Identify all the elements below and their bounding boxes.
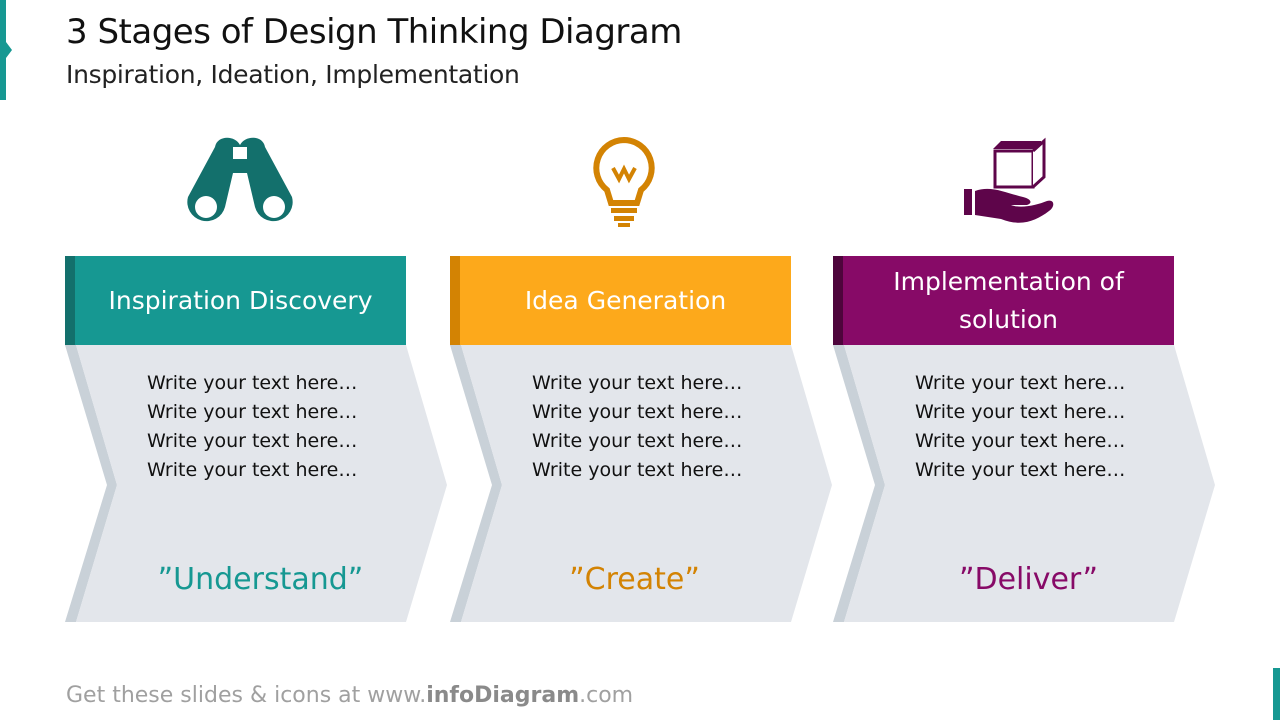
stage-header: Implementation of solution: [833, 256, 1174, 345]
footer-brand: infoDiagram: [426, 683, 580, 708]
page-title: 3 Stages of Design Thinking Diagram: [66, 12, 682, 52]
footer-credit: Get these slides & icons at www.infoDiag…: [66, 683, 633, 708]
stage-title: Idea Generation: [524, 285, 727, 315]
text-line: Write your text here…: [915, 459, 1126, 481]
text-line: Write your text here…: [147, 401, 358, 423]
hand-box-icon: [964, 137, 1054, 223]
page-subtitle: Inspiration, Ideation, Implementation: [66, 60, 520, 89]
text-line: Write your text here…: [915, 372, 1126, 394]
stage-1: Inspiration Discovery Write your text he…: [65, 0, 455, 640]
chevron-body: [833, 345, 1215, 622]
text-line: Write your text here…: [147, 430, 358, 452]
corner-accent-bar: [1273, 668, 1280, 720]
stage-title: Inspiration Discovery: [108, 285, 373, 315]
footer-prefix: Get these slides & icons at www.: [66, 683, 427, 708]
text-line: Write your text here…: [915, 401, 1126, 423]
lightbulb-icon: [593, 136, 655, 227]
left-accent-arrow: [6, 42, 12, 58]
stage-text: Write your text here… Write your text he…: [915, 369, 1125, 485]
stage-header: Inspiration Discovery: [65, 256, 406, 345]
chevron-body: [65, 345, 447, 622]
footer-suffix: .com: [579, 683, 634, 708]
stage-motto: ”Create”: [569, 562, 700, 597]
text-line: Write your text here…: [147, 372, 358, 394]
text-line: Write your text here…: [147, 459, 358, 481]
stage-text: Write your text here… Write your text he…: [532, 369, 742, 485]
binoculars-icon: [187, 137, 293, 222]
left-accent-bar: [0, 0, 6, 100]
stage-header: Idea Generation: [450, 256, 791, 345]
text-line: Write your text here…: [532, 430, 743, 452]
text-line: Write your text here…: [532, 401, 743, 423]
stage-text: Write your text here… Write your text he…: [147, 369, 357, 485]
chevron-body: [450, 345, 832, 622]
stage-motto: ”Understand”: [157, 562, 364, 597]
text-line: Write your text here…: [532, 372, 743, 394]
stage-3: Implementation of solution Write your te…: [833, 0, 1223, 640]
stage-motto: ”Deliver”: [958, 562, 1099, 597]
text-line: Write your text here…: [915, 430, 1126, 452]
stage-title: Implementation of solution: [893, 266, 1124, 334]
stage-2: Idea Generation Write your text here… Wr…: [450, 0, 840, 640]
text-line: Write your text here…: [532, 459, 743, 481]
